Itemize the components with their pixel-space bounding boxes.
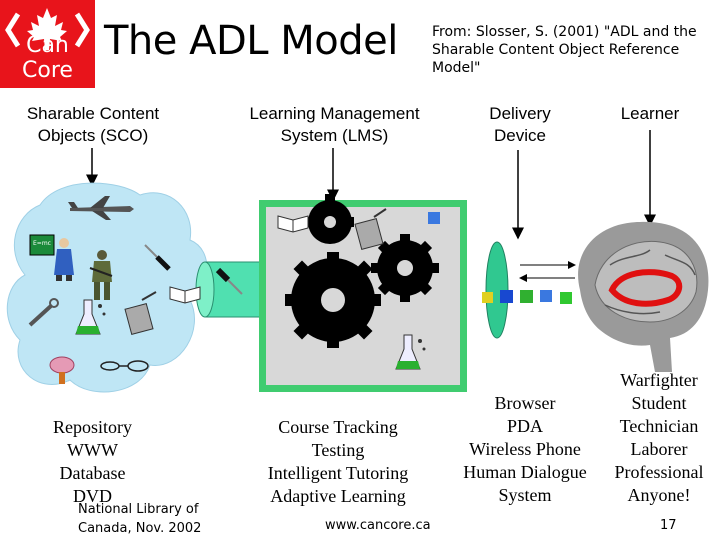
repository-item: Database	[59, 463, 126, 483]
lms-functions-list: Course Tracking Testing Intelligent Tuto…	[248, 416, 428, 508]
cancore-logo: Can Core	[0, 0, 95, 88]
notepad-icon	[124, 291, 157, 336]
blue-square-icon	[428, 212, 440, 224]
header-learner-line1: Learner	[620, 104, 680, 123]
screwdriver-icon	[215, 267, 243, 295]
repository-item: Repository	[53, 417, 132, 437]
svg-text:E=mc: E=mc	[33, 240, 51, 247]
repository-item: DVD	[73, 486, 112, 506]
flask-icon	[75, 299, 106, 335]
green-square-icon	[520, 290, 533, 303]
screwdriver-icon	[144, 244, 171, 271]
maple-leaf-icon	[5, 8, 90, 50]
repository-list: Repository WWW Database DVD	[40, 416, 145, 508]
footer-credit-line1: National Library of	[78, 502, 199, 517]
header-learner: Learner	[605, 103, 695, 125]
learner-item: Technician	[619, 416, 699, 436]
green-square-icon	[560, 292, 572, 304]
header-device-line1: Delivery	[489, 104, 551, 123]
flask-icon	[395, 334, 426, 370]
blue-square-icon	[500, 290, 513, 303]
header-sco-line2: Objects (SCO)	[37, 126, 149, 145]
header-sco: Sharable Content Objects (SCO)	[18, 103, 168, 147]
device-item: PDA	[506, 416, 543, 436]
lms-function-item: Testing	[311, 440, 365, 460]
logo-text: Can Core	[22, 33, 73, 83]
device-item: Wireless Phone	[469, 439, 581, 459]
learner-item: Warfighter	[620, 370, 698, 390]
source-citation: From: Slosser, S. (2001) "ADL and the Sh…	[432, 24, 697, 76]
yellow-square-icon	[482, 292, 493, 303]
device-item: Browser	[494, 393, 556, 413]
gear-icon	[285, 252, 381, 348]
brain-icon	[49, 356, 75, 384]
lms-function-item: Adaptive Learning	[270, 486, 406, 506]
wrench-icon	[28, 298, 59, 327]
devices-list: Browser PDA Wireless Phone Human Dialogu…	[450, 392, 600, 507]
book-icon	[169, 286, 201, 304]
footer-credit: National Library of Canada, Nov. 2002	[78, 500, 201, 538]
lms-function-item: Course Tracking	[278, 417, 398, 437]
header-lms-line1: Learning Management	[249, 104, 420, 123]
page-number: 17	[660, 518, 677, 533]
blue-square-icon	[540, 290, 552, 302]
learner-item: Laborer	[630, 439, 688, 459]
device-item: System	[498, 485, 552, 505]
learner-item: Anyone!	[627, 485, 691, 505]
notepad-icon	[354, 208, 387, 251]
device-item: Human Dialogue	[463, 462, 587, 482]
learners-list: Warfighter Student Technician Laborer Pr…	[600, 369, 718, 507]
header-sco-line1: Sharable Content	[26, 104, 160, 123]
glasses-icon	[100, 360, 149, 372]
learner-item: Student	[631, 393, 687, 413]
brain-image	[578, 221, 709, 372]
header-device-line2: Device	[494, 126, 546, 145]
book-icon	[277, 215, 309, 233]
repository-item: WWW	[67, 440, 118, 460]
gear-icon	[371, 234, 439, 302]
soldier-icon	[89, 250, 113, 300]
footer-url[interactable]: www.cancore.ca	[325, 518, 431, 533]
lms-function-item: Intelligent Tutoring	[267, 463, 409, 483]
header-delivery-device: Delivery Device	[470, 103, 570, 147]
header-lms-line2: System (LMS)	[280, 126, 389, 145]
footer-credit-line2: Canada, Nov. 2002	[78, 521, 202, 536]
teacher-icon: E=mc	[29, 234, 74, 281]
learner-item: Professional	[614, 462, 704, 482]
page-title: The ADL Model	[104, 18, 398, 64]
gear-icon	[306, 194, 354, 244]
fighter-jet-icon	[68, 196, 134, 220]
header-lms: Learning Management System (LMS)	[222, 103, 447, 147]
